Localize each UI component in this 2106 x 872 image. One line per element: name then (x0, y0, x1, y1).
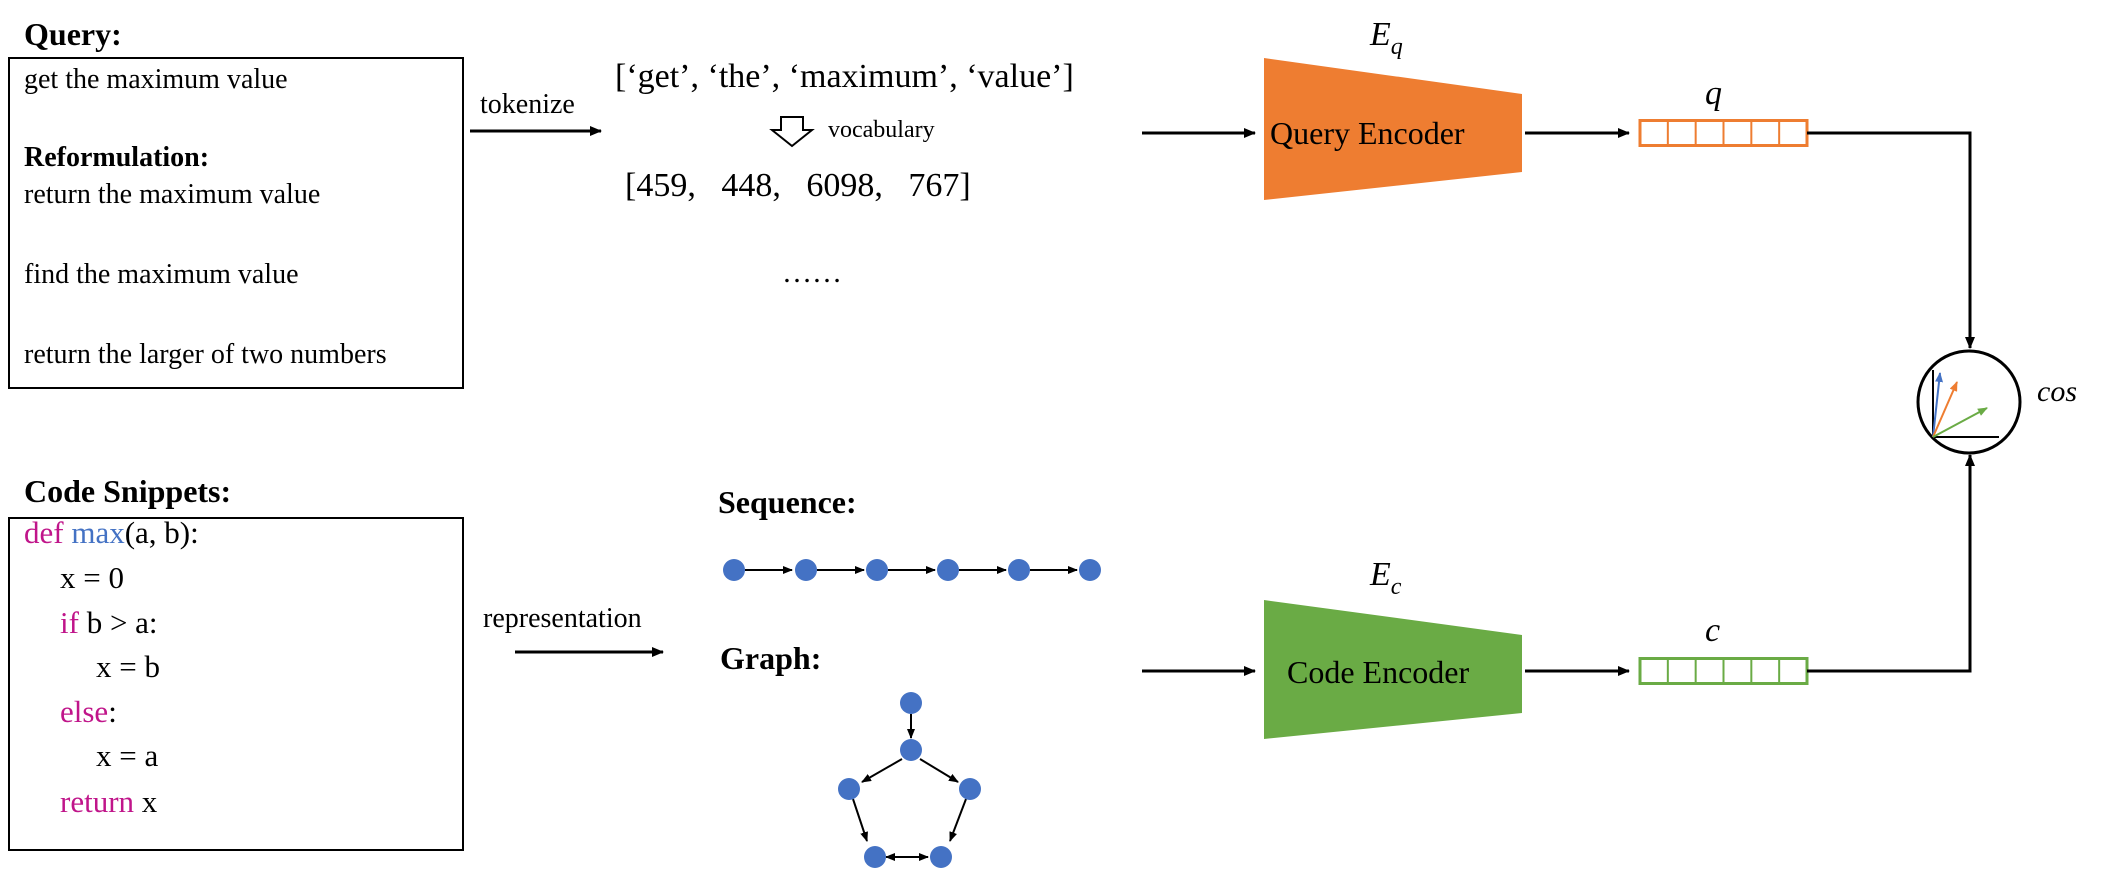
graph-edge (949, 798, 967, 842)
code-encoder-block: Ec Code Encoder c (1142, 454, 1975, 739)
code-line: x = 0 (60, 560, 124, 595)
graph-node (838, 778, 860, 800)
code-vector-label: c (1705, 612, 1720, 649)
down-arrow-icon (769, 116, 815, 148)
graph-edge (919, 758, 959, 783)
code-text: : (108, 694, 117, 729)
query-box (8, 57, 464, 389)
query-vector-label: q (1705, 75, 1722, 112)
query-text: get the maximum value (24, 64, 288, 95)
graph-node (864, 846, 886, 868)
representation-label: representation (483, 603, 642, 634)
code-lines: def max(a, b):x = 0if b > a:x = belse:x … (24, 515, 199, 819)
vector-arrow-blue (1932, 372, 1943, 438)
graph-label: Graph: (720, 640, 821, 676)
graph-edge (861, 758, 903, 783)
sequence-node (866, 559, 888, 581)
sequence-node (723, 559, 745, 581)
graph-edge (852, 798, 868, 842)
query-encoder-symbol: Eq (1369, 16, 1403, 60)
code-vector (1638, 657, 1809, 685)
code-line: if b > a: (60, 605, 158, 640)
query-vector (1638, 119, 1809, 147)
reformulation-heading: Reformulation: (24, 142, 209, 173)
vector-arrow-orange (1932, 381, 1958, 438)
code-keyword: else (60, 694, 108, 729)
sequence-node (937, 559, 959, 581)
cosine-similarity: cos (1916, 349, 2077, 455)
query-heading: Query: (24, 16, 122, 52)
tokens-text: [‘get’, ‘the’, ‘maximum’, ‘value’] (615, 58, 1074, 95)
code-function-name: max (71, 515, 125, 550)
code-line: x = b (96, 649, 160, 684)
representation-section: representation Sequence: Graph: (483, 484, 1101, 868)
ellipsis: …… (782, 256, 842, 289)
reformulation-item: return the maximum value (24, 179, 320, 210)
reformulation-item: return the larger of two numbers (24, 339, 387, 370)
graph-node (900, 739, 922, 761)
code-panel: Code Snippets: def max(a, b):x = 0if b >… (8, 473, 464, 851)
code-line: else: (60, 694, 117, 729)
query-encoder-block: Eq Query Encoder q (1142, 16, 1975, 349)
vocabulary-label: vocabulary (828, 117, 935, 143)
query-to-cos-arrow (1807, 131, 1975, 349)
code-keyword: def (24, 515, 71, 550)
code-text: x (142, 784, 158, 819)
code-line: return x (60, 784, 158, 819)
graph-structure (838, 692, 981, 868)
sequence-chain (723, 559, 1101, 581)
vector-arrow-green (1932, 407, 1988, 438)
code-text: x = 0 (60, 560, 124, 595)
code-text: (a, b): (125, 515, 199, 550)
code-box (8, 517, 464, 851)
tokenize-section: tokenize [‘get’, ‘the’, ‘maximum’, ‘valu… (470, 58, 1074, 289)
code-keyword: if (60, 605, 87, 640)
code-keyword: return (60, 784, 142, 819)
code-text: x = a (96, 738, 158, 773)
code-text: x = b (96, 649, 160, 684)
query-panel: Query: get the maximum value Reformulati… (8, 16, 464, 389)
code-encoder-symbol: Ec (1369, 556, 1402, 600)
sequence-node (1079, 559, 1101, 581)
reformulation-item: find the maximum value (24, 259, 299, 290)
query-encoder-shape (1264, 58, 1522, 200)
tokenize-label: tokenize (480, 89, 575, 120)
code-line: x = a (96, 738, 158, 773)
sequence-node (795, 559, 817, 581)
code-heading: Code Snippets: (24, 473, 231, 509)
code-encoder-label: Code Encoder (1287, 654, 1470, 690)
cos-label: cos (2037, 375, 2077, 408)
token-ids-text: [459, 448, 6098, 767] (625, 167, 971, 204)
sequence-label: Sequence: (718, 484, 857, 520)
graph-node (959, 778, 981, 800)
similarity-circle (1916, 349, 2022, 455)
graph-node (900, 692, 922, 714)
code-encoder-shape (1264, 600, 1522, 739)
code-line: def max(a, b): (24, 515, 199, 550)
code-text: b > a: (87, 605, 158, 640)
graph-node (930, 846, 952, 868)
query-encoder-label: Query Encoder (1270, 115, 1465, 151)
sequence-node (1008, 559, 1030, 581)
code-to-cos-arrow (1807, 454, 1975, 673)
